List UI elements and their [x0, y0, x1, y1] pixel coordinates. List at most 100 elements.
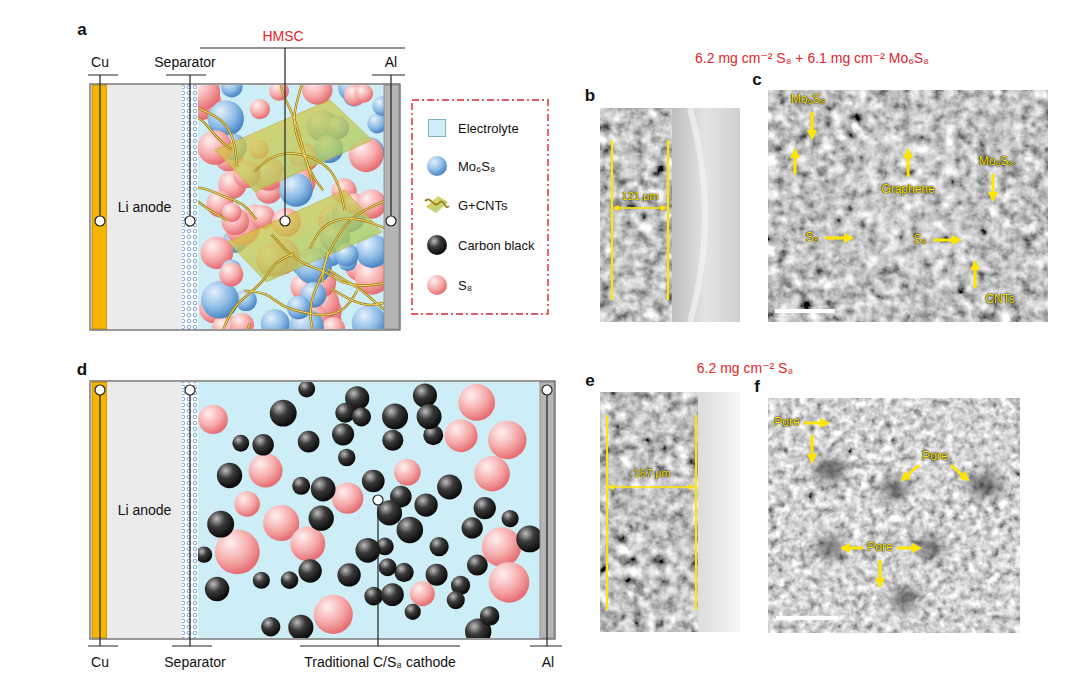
carbon-particle	[352, 407, 371, 426]
nanotube	[198, 85, 231, 150]
carbon-particle	[253, 572, 270, 589]
sulfur-particle	[394, 459, 421, 486]
particle-symbol	[427, 156, 447, 176]
panel-letter: c	[752, 70, 761, 90]
illustration-part	[614, 207, 666, 209]
illustration-part	[698, 392, 740, 632]
particle	[201, 281, 239, 319]
sulfur-particle	[198, 405, 227, 434]
illustration-part	[600, 108, 672, 322]
illustration-part	[811, 112, 814, 138]
carbon-particle	[516, 526, 540, 553]
carbon-particle	[480, 606, 500, 626]
legend-entry: S₈	[424, 272, 472, 298]
particle	[372, 96, 384, 116]
loading-title: 6.2 mg cm⁻² S₈ + 6.1 mg cm⁻² Mo₆S₈	[695, 50, 929, 66]
illustration-part	[672, 108, 740, 322]
sulfur-particle	[445, 419, 478, 452]
panel-letter: a	[77, 20, 86, 40]
particle	[221, 85, 242, 98]
nanotube	[244, 291, 357, 315]
illustration-part	[881, 478, 909, 498]
sem-cross-section-e	[600, 392, 740, 632]
nanotube	[215, 253, 294, 329]
nanotube	[198, 166, 227, 221]
carbon-particle	[430, 537, 449, 556]
sulfur-particle	[488, 421, 526, 459]
sem-cross-section-b	[600, 108, 740, 322]
illustration-part	[825, 237, 852, 240]
legend-swatch	[428, 119, 446, 137]
nanotube	[198, 166, 227, 221]
particle	[354, 85, 373, 103]
carbon-particle	[474, 497, 496, 519]
particle	[198, 85, 220, 110]
illustration-part	[794, 150, 797, 174]
carbon-particle	[467, 555, 488, 576]
nanotube	[310, 219, 384, 249]
carbon-particle	[338, 449, 355, 466]
legend-text: Mo₆S₈	[458, 159, 495, 174]
illustration-part	[816, 538, 844, 558]
nanotube	[198, 187, 256, 219]
legend-symbol	[424, 192, 450, 218]
illustration-part	[992, 174, 995, 200]
legend-text: Electrolyte	[458, 121, 519, 136]
sulfur-particle	[458, 384, 495, 421]
illustration-part	[974, 262, 977, 288]
illustration-part	[600, 392, 698, 632]
graphene-sheet	[228, 190, 382, 282]
carbon-particle	[364, 587, 383, 606]
legend-entry: Carbon black	[424, 232, 535, 258]
cell-schematic-d	[88, 381, 562, 646]
region-label: Li anode	[118, 502, 172, 518]
illustration-part	[804, 423, 968, 586]
illustration-part	[842, 547, 863, 550]
sem-callout: S₈	[806, 231, 819, 245]
illustration-part	[776, 616, 838, 620]
sem-callout: S₈	[914, 233, 927, 247]
carbon-particle	[362, 470, 385, 493]
illustration-part	[814, 458, 846, 482]
nanotube	[280, 85, 323, 190]
illustration-part	[768, 398, 1020, 633]
region-label: Li anode	[118, 199, 172, 215]
particle	[367, 113, 384, 133]
legend-entry: G+CNTs	[424, 192, 507, 218]
carbon-particle	[207, 511, 234, 538]
carbon-particle	[382, 430, 403, 451]
carbon-particle	[270, 400, 297, 427]
carbon-particle	[298, 382, 315, 397]
illustration-part	[373, 495, 383, 505]
legend-symbol	[424, 232, 450, 258]
nanotube	[294, 85, 318, 181]
carbon-particle	[335, 403, 355, 423]
cell-frame	[90, 84, 400, 330]
illustration-part	[95, 385, 105, 395]
panel-letter: b	[585, 86, 595, 106]
nanotube	[294, 85, 318, 181]
illustration-part	[951, 465, 968, 480]
carbon-particle	[298, 559, 321, 582]
particle-symbol	[427, 235, 447, 255]
illustration-part	[386, 216, 396, 226]
sem-callout: CNTs	[985, 293, 1014, 307]
nanotube	[323, 195, 384, 282]
illustration-part	[200, 48, 405, 216]
carbon-particle	[355, 538, 380, 563]
electrolyte-fill	[198, 382, 540, 638]
carbon-particle	[397, 517, 424, 544]
illustration-part	[185, 385, 195, 395]
carbon-particle	[381, 583, 404, 606]
carbon-particle	[298, 431, 320, 453]
carbon-particle	[252, 434, 273, 455]
carbon-particle	[309, 506, 334, 531]
illustration-part	[542, 385, 552, 395]
sulfur-particle	[314, 595, 353, 634]
nanotube	[198, 85, 237, 167]
nanotube	[255, 154, 345, 211]
part-label: Separator	[164, 654, 225, 670]
sem-callout: Pore	[867, 541, 892, 555]
illustration-part	[907, 150, 910, 177]
nanotube-symbol	[425, 199, 449, 207]
